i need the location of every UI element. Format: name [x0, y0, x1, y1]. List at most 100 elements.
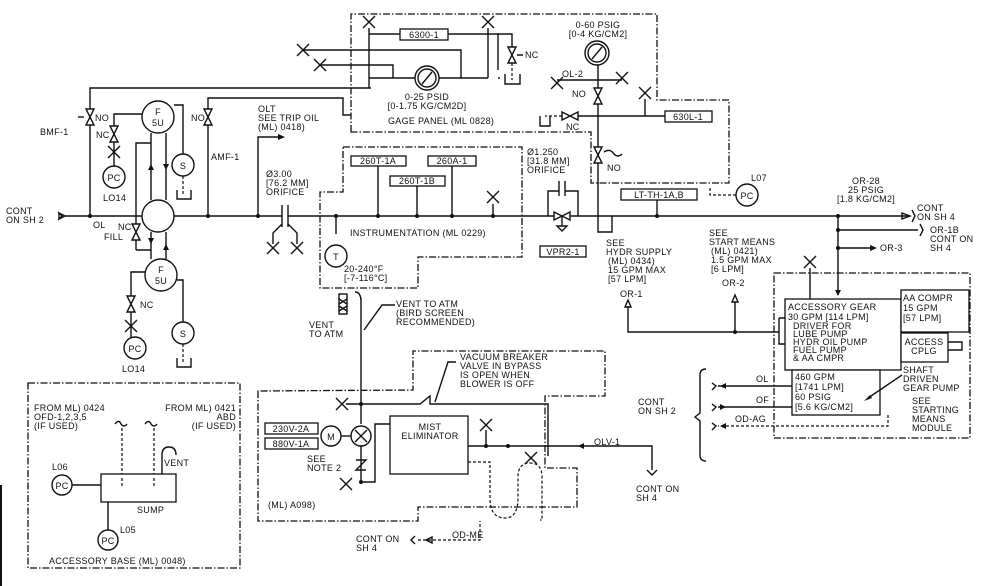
svg-text:PC: PC	[55, 481, 68, 491]
svg-text:S: S	[180, 161, 186, 171]
valve-state: NC	[566, 122, 580, 132]
od-me-label: OD-ME	[452, 530, 484, 540]
valve-state: NC	[140, 300, 154, 310]
lo14-lower-label: LO14	[122, 364, 145, 374]
mist-eliminator	[389, 415, 469, 475]
temperature-element	[324, 244, 348, 268]
no-valve-ol2[interactable]	[593, 87, 603, 105]
valve-state: NC	[525, 50, 539, 60]
svg-text:F: F	[155, 107, 161, 117]
svg-text:LT-TH-1A,B: LT-TH-1A,B	[634, 190, 684, 200]
ol-line-label: OL	[756, 374, 769, 384]
filter-bottom: F 5U	[144, 232, 178, 292]
svg-text:PC: PC	[101, 536, 114, 546]
mist-ml-label: (ML) A098)	[268, 500, 316, 510]
svg-text:880V-1A: 880V-1A	[273, 439, 310, 449]
access-coupling	[900, 332, 949, 363]
accessory-gear	[784, 298, 902, 371]
tag-260a-1	[427, 155, 477, 167]
svg-text:230V-2A: 230V-2A	[273, 424, 310, 434]
l06-label: L06	[52, 462, 68, 472]
olv-label: OLV-1	[594, 437, 620, 447]
tag-880v-1a	[264, 437, 319, 450]
svg-text:S: S	[180, 329, 186, 339]
svg-text:260A-1: 260A-1	[437, 156, 468, 166]
sump-label: SUMP	[137, 505, 164, 515]
svg-text:260T-1B: 260T-1B	[399, 176, 435, 186]
pressure-switch-lo14-lower	[123, 336, 147, 360]
ol2-label: OL-2	[562, 69, 583, 79]
l07-label: L07	[751, 173, 767, 183]
fill-valve[interactable]	[131, 223, 141, 241]
nc-valve-lo14-lower[interactable]	[126, 295, 136, 313]
svg-text:M: M	[327, 432, 335, 442]
svg-text:5U: 5U	[152, 118, 164, 128]
mist-eliminator-boundary	[257, 350, 606, 522]
of-line-label: OF	[756, 395, 769, 405]
tag-260t-1b	[389, 175, 446, 187]
svg-text:PC: PC	[107, 173, 120, 183]
bmf-valve[interactable]	[85, 108, 95, 126]
accessory-base-boundary	[27, 382, 241, 569]
orifice1-label: Ø3.00[76.2 MM]ORIFICE	[266, 169, 309, 197]
starting-means-module-boundary	[773, 272, 971, 439]
temperature-range: 20-240°F[-7-116°C]	[344, 264, 387, 283]
svg-text:5U: 5U	[155, 276, 167, 286]
svg-text:260T-1A: 260T-1A	[360, 156, 396, 166]
gauge2-range: 0-60 PSIG[0-4 KG/CM2]	[569, 20, 628, 39]
tag-230v-2a	[264, 422, 319, 435]
nc-valve-gage[interactable]	[507, 46, 517, 64]
nc-valve-lo14[interactable]	[109, 125, 119, 143]
fill-label: FILL	[104, 232, 123, 242]
no-valve-lower[interactable]	[593, 146, 603, 164]
gage-panel-boundary	[350, 13, 730, 184]
l05-label: L05	[120, 525, 136, 535]
pressure-switch-l07	[735, 183, 759, 207]
od-ag-line-label: OD-AG	[735, 414, 766, 424]
sump	[100, 473, 177, 503]
or3-label: OR-3	[880, 243, 903, 253]
nc-valve-drain[interactable]	[561, 111, 579, 121]
valve-state: NO	[607, 163, 621, 173]
orifice2-label: Ø1.250[31.8 MM]ORIFICE	[527, 147, 570, 175]
amf-valve[interactable]	[203, 108, 213, 126]
tag-260t-1a	[350, 155, 407, 167]
pressure-switch-l06	[51, 474, 73, 496]
gage-panel-title: GAGE PANEL (ML 0828)	[388, 116, 494, 126]
svg-text:PC: PC	[128, 344, 141, 354]
sump-vent-label: VENT	[164, 458, 189, 468]
instrumentation-title: INSTRUMENTATION (ML 0229)	[350, 228, 486, 238]
tag-lt-th-1ab	[620, 188, 698, 201]
aa-compressor	[900, 289, 970, 333]
tag-6300-1	[399, 28, 449, 41]
valve-state: NC	[96, 130, 110, 140]
pressure-switch-lo14	[102, 165, 126, 189]
lo14-label: LO14	[103, 193, 126, 203]
accessory-base-title: ACCESSORY BASE (ML) 0048)	[49, 556, 186, 566]
svg-text:F: F	[158, 265, 164, 275]
main-oil-header	[57, 209, 916, 223]
bmf-label: BMF-1	[40, 127, 69, 137]
ol-label: OL	[93, 220, 106, 230]
or2-label: OR-2	[722, 278, 745, 288]
gear-pump	[791, 369, 881, 416]
